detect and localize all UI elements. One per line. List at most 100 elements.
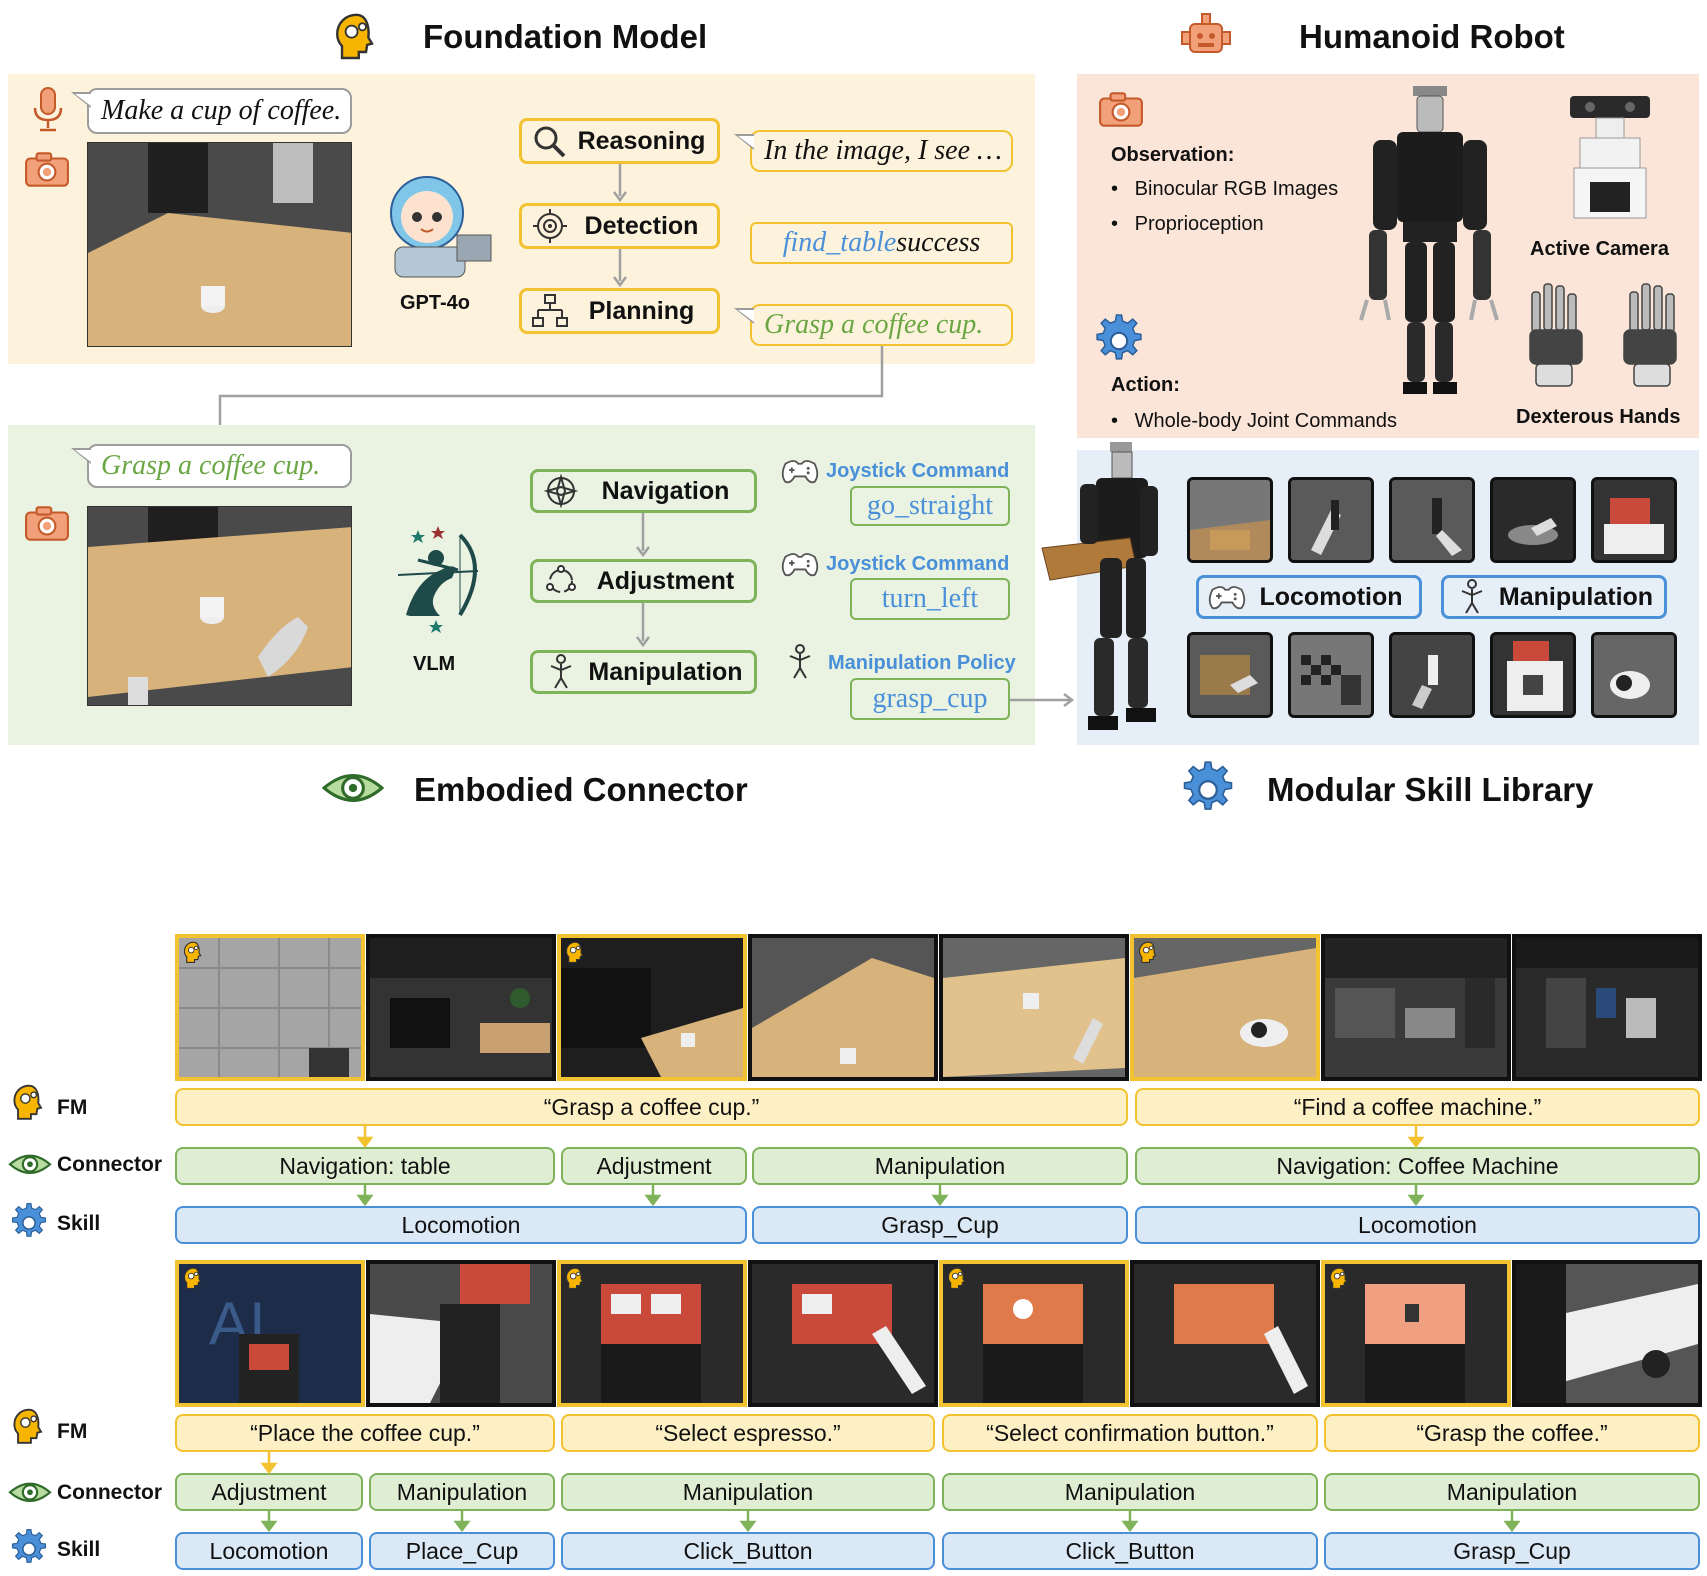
tl2-fm-bar-2: “Select espresso.”	[561, 1414, 935, 1452]
tl2-frames-frame-7	[1321, 1260, 1511, 1407]
vlm-label: VLM	[413, 653, 456, 675]
planning-step: Planning	[519, 288, 720, 334]
person-arms-icon	[550, 654, 572, 689]
reasoning-output: In the image, I see …	[734, 130, 1013, 172]
tl1-skill-row-icon	[11, 1202, 47, 1238]
target-icon	[533, 209, 567, 243]
tl2-skill-bar-3: Click_Button	[561, 1532, 935, 1570]
gpt4o-label: GPT-4o	[400, 292, 471, 314]
detection-output-status: success	[896, 227, 981, 258]
tl2-connector-bar-4: Manipulation	[942, 1473, 1318, 1511]
action-item-1-text: Whole-body Joint Commands	[1134, 410, 1398, 432]
fm-frame-marker-icon	[183, 941, 202, 963]
skill-thumb-6	[1187, 632, 1273, 718]
microphone-icon	[33, 87, 63, 132]
skill-library-gear-icon	[1183, 761, 1233, 811]
embodied-connector-title: Embodied Connector	[414, 771, 748, 808]
tl1-connector-label: Connector	[57, 1153, 162, 1176]
tl1-fm-label: FM	[57, 1096, 88, 1119]
tl2-connector-bar-2: Manipulation	[369, 1473, 555, 1511]
tl2-fm-bar-4: “Grasp the coffee.”	[1324, 1414, 1700, 1452]
tl1-skill-bar-3: Locomotion	[1135, 1206, 1700, 1244]
observation-title: Observation:	[1111, 144, 1235, 166]
tl2-frames-frame-8	[1512, 1260, 1702, 1407]
policy-to-robot-arrow	[1010, 693, 1075, 707]
tl2-fm-bar-1: “Place the coffee cup.”	[175, 1414, 555, 1452]
tl1-fm-bar-1: “Grasp a coffee cup.”	[175, 1088, 1128, 1126]
detection-output: find_table success	[750, 222, 1013, 264]
tl2-connector-bar-1: Adjustment	[175, 1473, 363, 1511]
tl2-fm-row-icon	[13, 1408, 42, 1444]
humanoid-robot-title: Humanoid Robot	[1299, 18, 1565, 55]
adj-command-output: turn_left	[850, 578, 1010, 620]
foundation-model-title: Foundation Model	[423, 18, 708, 55]
navigation-step: Navigation	[530, 469, 757, 513]
skill-library-title: Modular Skill Library	[1267, 771, 1594, 808]
tl1-connector-bar-1: Navigation: table	[175, 1147, 555, 1185]
active-camera-image	[1570, 96, 1650, 219]
skill-thumb-10	[1591, 632, 1677, 718]
skill-manipulation-label: Manipulation	[1498, 582, 1654, 611]
magnifier-icon	[534, 126, 566, 158]
gpt4o-mascot-icon	[390, 176, 492, 278]
manip-policy-output: grasp_cup	[850, 678, 1010, 720]
planning-output: Grasp a coffee cup.	[734, 304, 1013, 346]
tl2-skill-row-icon	[11, 1528, 47, 1564]
tl2-frames-frame-3	[557, 1260, 747, 1407]
tl1-connector-bar-2: Adjustment	[561, 1147, 747, 1185]
fm-instruction-bubble: Make a cup of coffee.	[71, 88, 352, 134]
tl2-skill-bar-1: Locomotion	[175, 1532, 363, 1570]
joystick-icon-2	[781, 553, 819, 577]
tl1-fm-bar-2: “Find a coffee machine.”	[1135, 1088, 1700, 1126]
tl2-frames-frame-4	[748, 1260, 938, 1407]
skill-thumb-3	[1389, 477, 1475, 563]
tl1-skill-label: Skill	[57, 1212, 101, 1235]
joystick-icon	[1208, 586, 1246, 610]
tl2-fm-bar-3: “Select confirmation button.”	[942, 1414, 1318, 1452]
person-arms-icon	[1461, 579, 1483, 614]
tl1-arrows	[356, 1126, 1425, 1206]
tl2-skill-bar-2: Place_Cup	[369, 1532, 555, 1570]
tl1-frames-frame-8	[1512, 934, 1702, 1081]
active-camera-label: Active Camera	[1530, 238, 1669, 260]
tl2-skill-label: Skill	[57, 1538, 101, 1561]
robot-icon	[1181, 13, 1231, 53]
detection-step-label: Detection	[584, 211, 699, 240]
tl1-skill-bar-1: Locomotion	[175, 1206, 747, 1244]
tl2-arrows	[260, 1452, 1521, 1532]
tl1-fm-row-icon	[13, 1084, 42, 1120]
skill-thumb-9	[1490, 632, 1576, 718]
fm-frame-marker-icon	[1138, 941, 1157, 963]
detection-step: Detection	[519, 203, 720, 249]
skill-locomotion-label: Locomotion	[1259, 582, 1403, 611]
tl2-frames-frame-5	[939, 1260, 1129, 1407]
humanoid-robot-panel	[1077, 74, 1699, 438]
tl2-connector-bar-3: Manipulation	[561, 1473, 935, 1511]
tl1-skill-bar-2: Grasp_Cup	[752, 1206, 1128, 1244]
tl1-frames-frame-4	[748, 934, 938, 1081]
manipulation-step-label: Manipulation	[588, 657, 743, 686]
navigation-step-label: Navigation	[601, 476, 730, 505]
tl1-frames-frame-5	[939, 934, 1129, 1081]
skill-thumb-5	[1591, 477, 1677, 563]
reasoning-step-label: Reasoning	[577, 126, 706, 155]
tl2-frames-frame-2	[366, 1260, 556, 1407]
observation-item-2-text: Proprioception	[1134, 213, 1264, 235]
fm-table-photo	[87, 142, 352, 347]
fm-frame-marker-icon	[565, 1267, 584, 1289]
skill-thumb-7	[1288, 632, 1374, 718]
skill-thumb-2	[1288, 477, 1374, 563]
reasoning-step: Reasoning	[519, 118, 720, 164]
observation-item-2: • Proprioception	[1111, 213, 1264, 235]
joystick-icon-1	[781, 460, 819, 484]
tl1-frames-frame-2	[366, 934, 556, 1081]
connector-table-photo	[87, 506, 352, 706]
tl2-connector-label: Connector	[57, 1481, 162, 1504]
tl2-frames-frame-6	[1130, 1260, 1320, 1407]
flowchart-icon	[532, 294, 568, 327]
tl1-frames-frame-3	[557, 934, 747, 1081]
skill-manipulation: Manipulation	[1441, 575, 1667, 619]
fm-frame-marker-icon	[565, 941, 584, 963]
cycle-arrows-icon	[546, 565, 576, 593]
observation-item-1-text: Binocular RGB Images	[1134, 178, 1339, 200]
